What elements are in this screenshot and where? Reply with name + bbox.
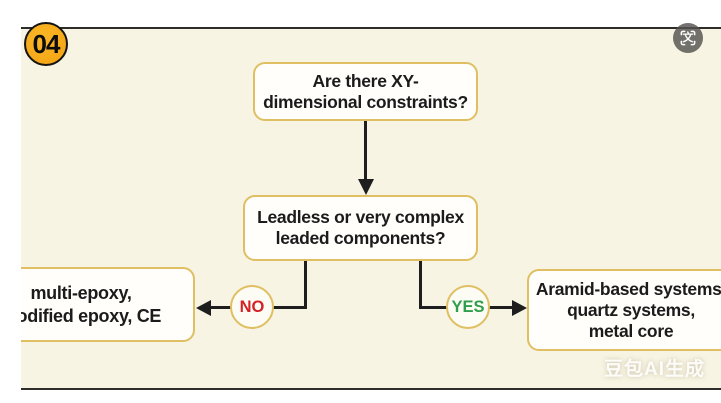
arrow-q1-q2-shaft	[364, 121, 367, 180]
translate-text-button[interactable]: 文	[673, 23, 703, 53]
node-text-line: quartz systems,	[567, 299, 695, 320]
arrow-q1-q2-head	[357, 179, 374, 195]
step-number-badge: 04	[24, 22, 68, 66]
no-label-text: NO	[239, 297, 265, 316]
yes-label-text: YES	[451, 297, 485, 316]
node-question-leadless-components: Leadless or very complex leaded componen…	[243, 195, 478, 261]
ai-watermark: 豆包AI生成	[603, 359, 705, 380]
translate-glyph: 文	[682, 31, 694, 44]
connector-yes-arrowhead	[512, 299, 527, 316]
node-text-line: Aramid-based systems,	[535, 278, 721, 299]
connector-yes-vertical	[419, 261, 422, 309]
node-result-aramid-systems: Aramid-based systems, quartz systems, me…	[527, 269, 721, 351]
node-text-line: leaded components?	[275, 228, 446, 248]
node-text-line: Are there XY-	[312, 70, 419, 91]
node-text-line: metal core	[588, 320, 674, 341]
node-result-epoxy-systems: multi-epoxy, modified epoxy, CE	[21, 267, 195, 342]
branch-label-yes: YES	[446, 285, 490, 329]
node-text-line: Leadless or very complex	[257, 207, 464, 227]
connector-no-arrowhead	[196, 299, 211, 316]
node-question-xy-constraints: Are there XY- dimensional constraints?	[253, 62, 478, 121]
scan-frame-icon	[680, 30, 696, 46]
flowchart-canvas: Are there XY- dimensional constraints? L…	[21, 27, 721, 389]
node-text-line: dimensional constraints?	[263, 91, 468, 112]
branch-label-no: NO	[230, 285, 274, 329]
image-bottom-border	[21, 388, 721, 390]
node-text-line: multi-epoxy,	[30, 282, 132, 303]
connector-no-vertical	[304, 261, 307, 309]
node-text-line: modified epoxy, CE	[21, 305, 162, 326]
image-top-border	[21, 27, 721, 29]
step-number-text: 04	[32, 28, 61, 59]
